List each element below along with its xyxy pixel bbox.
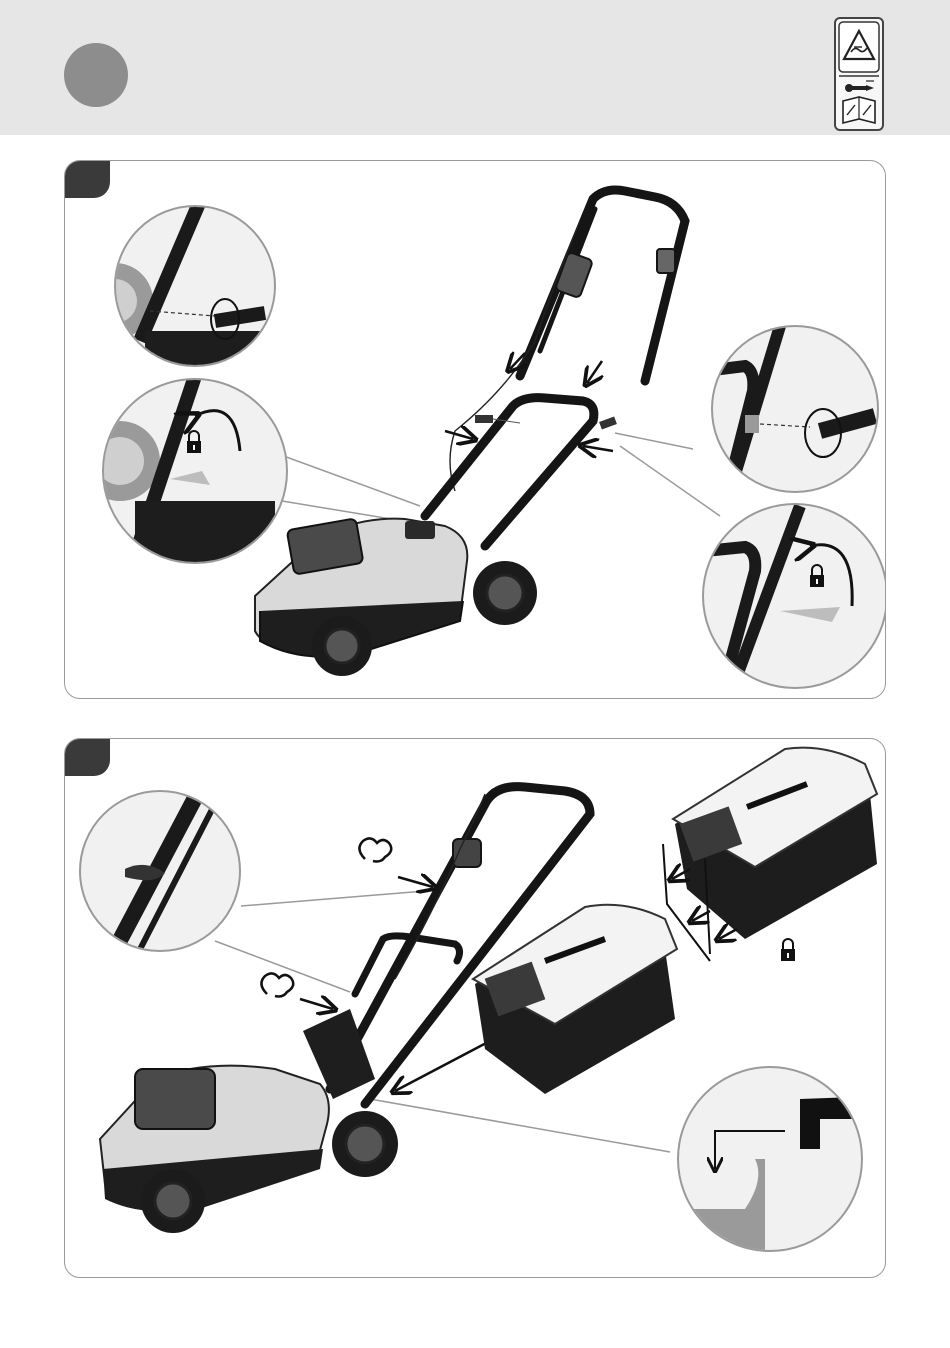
grass-box-middle xyxy=(473,905,677,1094)
padlock-icon xyxy=(781,939,795,961)
power-cable xyxy=(450,221,580,491)
battery-pack-b xyxy=(135,1069,215,1129)
detail-circle-lock-left xyxy=(80,376,287,581)
panel-grass-box-fitting xyxy=(64,738,886,1278)
grass-box-illustration xyxy=(65,739,886,1278)
icon-strip-graphics xyxy=(836,19,882,129)
front-wheel-b xyxy=(141,1169,205,1233)
step-marker-circle xyxy=(64,43,128,107)
handle-assembly-illustration xyxy=(65,161,886,699)
detail-circle-hook xyxy=(665,1067,862,1259)
detail-circle-lock-right xyxy=(703,504,886,688)
safety-icon-strip xyxy=(834,17,884,131)
detail-circle-bolt-right xyxy=(705,326,878,501)
rear-wheel xyxy=(473,561,537,625)
detail-circle-bolt-left xyxy=(77,201,275,381)
upper-handle xyxy=(520,190,685,381)
handle-bracket xyxy=(405,521,435,539)
detail-circle-cable-clip xyxy=(80,779,240,959)
warning-hazard-icon xyxy=(839,22,879,72)
read-manual-icon xyxy=(843,97,875,123)
mower-body-b xyxy=(100,1066,329,1212)
cable-clip-icon xyxy=(261,838,391,996)
front-wheel xyxy=(312,616,372,676)
rear-wheel-b xyxy=(332,1111,398,1177)
grass-box-right xyxy=(663,748,877,961)
screwdriver-icon xyxy=(845,81,874,92)
leader-lines xyxy=(270,433,720,523)
header-bar xyxy=(0,0,950,135)
panel-handle-assembly xyxy=(64,160,886,699)
